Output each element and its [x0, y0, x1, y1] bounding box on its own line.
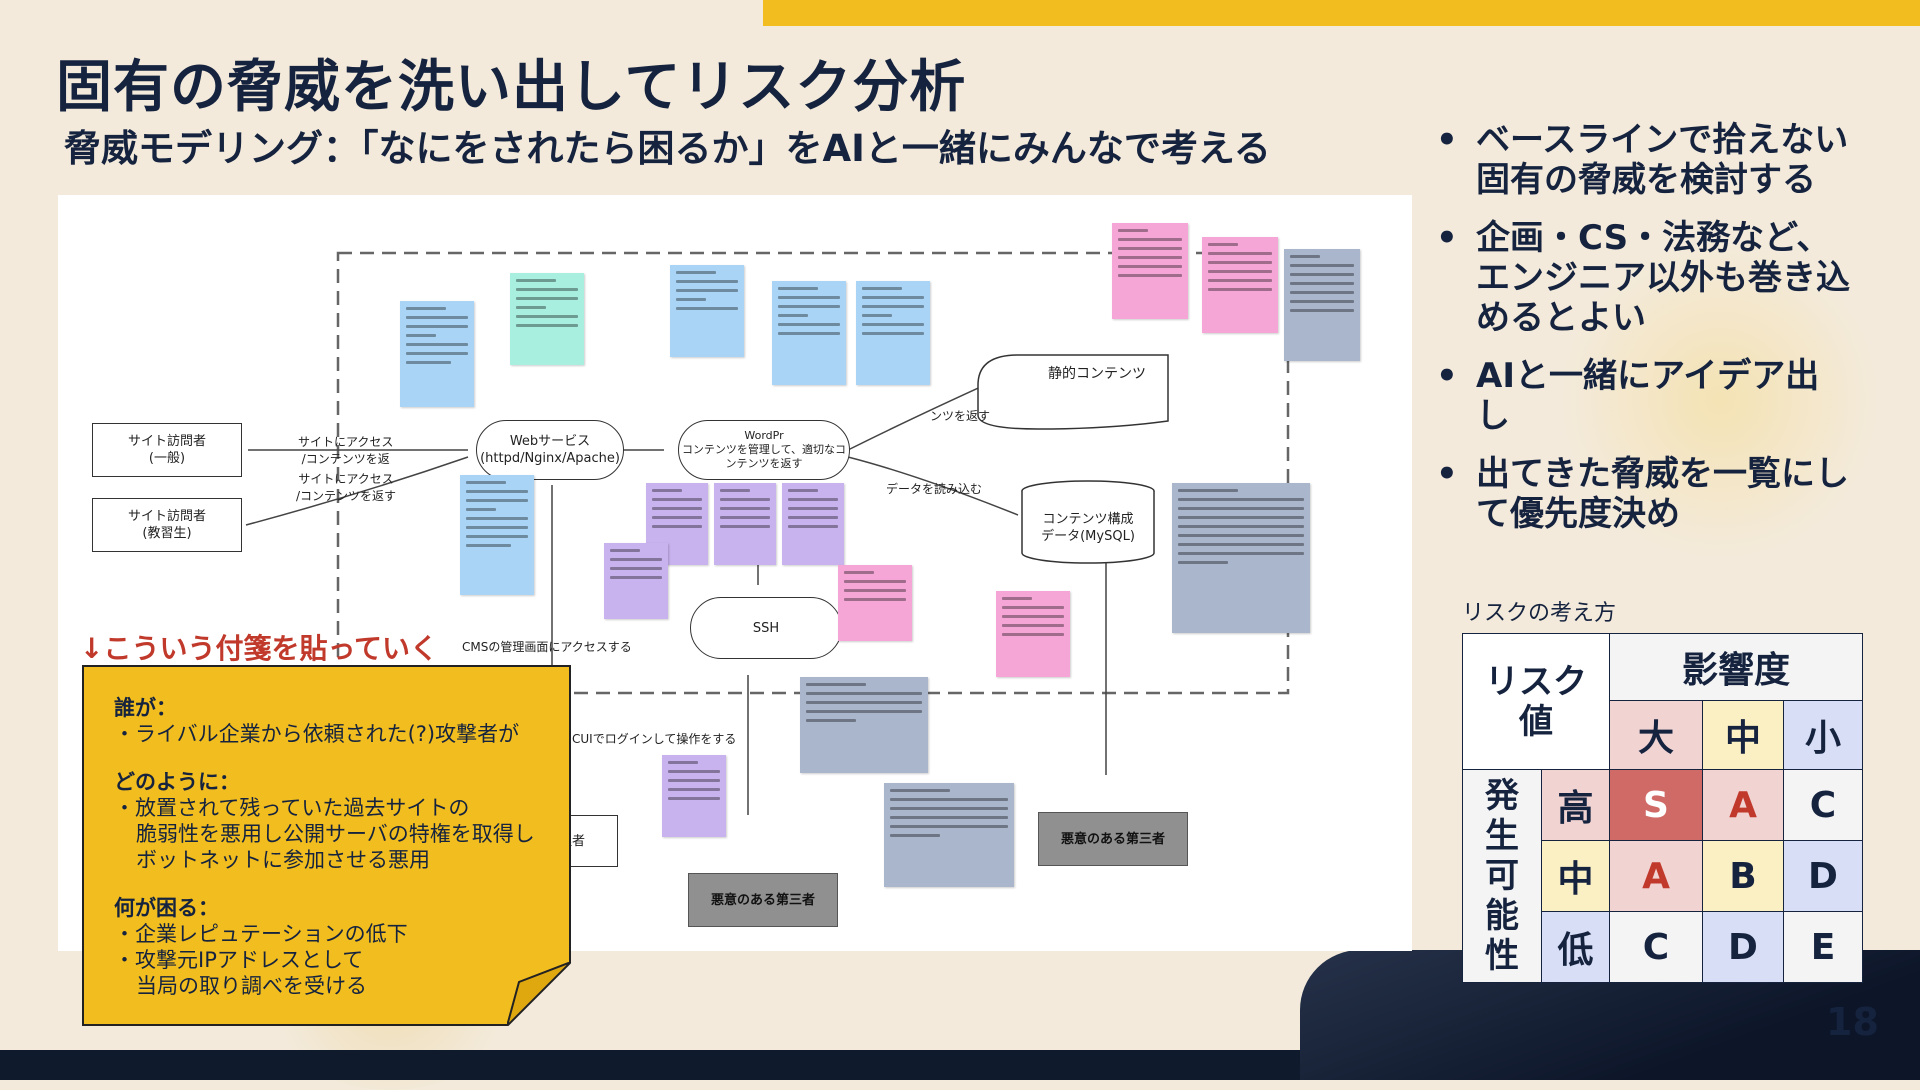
visitor-general-node: サイト訪問者 (一般) [92, 423, 242, 477]
threat-sticky-note [996, 591, 1070, 677]
threat-sticky-note [460, 475, 534, 595]
note-trouble-heading: 何が困る： [114, 896, 219, 920]
threat-sticky-note [1284, 249, 1360, 361]
impact-header: 影響度 [1609, 633, 1863, 701]
trust-boundary [336, 251, 1290, 695]
connector [847, 456, 1019, 516]
note-who-heading: 誰が： [114, 696, 177, 720]
likelihood-level-medium: 中 [1541, 840, 1610, 912]
page-title: 固有の脅威を洗い出してリスク分析 [56, 55, 967, 120]
static-content-label: 静的コンテンツ [1048, 366, 1146, 382]
note-how-text: 脆弱性を悪用し公開サーバの特権を取得し [136, 822, 535, 846]
risk-matrix-caption: リスクの考え方 [1462, 601, 1617, 626]
risk-cell: A [1609, 840, 1703, 912]
bullet-marker: • [1436, 356, 1458, 396]
page-number: 18 [1826, 1000, 1879, 1044]
top-accent-bar [763, 0, 1920, 26]
threat-sticky-note [838, 565, 912, 641]
background-flower-decoration [1560, 240, 1880, 560]
threat-sticky-note [1112, 223, 1188, 319]
risk-cell: B [1702, 840, 1784, 912]
edge-label-cui-login: CUIでログインして操作をする [572, 732, 737, 746]
bottom-decoration-bar [0, 950, 1920, 1080]
likelihood-level-low: 低 [1541, 911, 1610, 983]
visitor-trainee-node: サイト訪問者 (教習生) [92, 498, 242, 552]
bullet-text: AIと一緒にアイデア出し [1476, 356, 1820, 436]
slide-subtitle: 脅威モデリング：「なにをされたら困るか」をAIと一緒にみんなで考える [64, 127, 1271, 170]
threat-sticky-note [1172, 483, 1310, 633]
impact-level-small: 小 [1783, 700, 1863, 770]
threat-sticky-note [662, 755, 726, 837]
risk-cell: D [1702, 911, 1784, 983]
note-trouble-text: 当局の取り調べを受ける [136, 974, 367, 998]
threat-sticky-note [884, 783, 1014, 887]
threat-sticky-note [670, 265, 744, 357]
bullet-item: • 企画・CS・法務など、エンジニア以外も巻き込めるとよい [1430, 218, 1850, 338]
risk-matrix: リスク 値 影響度 大 中 小 発生可能性 高 S A C 中 A B D 低 … [1462, 633, 1863, 983]
likelihood-header: 発生可能性 [1462, 769, 1542, 983]
bullet-text: 企画・CS・法務など、エンジニア以外も巻き込めるとよい [1476, 218, 1850, 338]
content-db-label: コンテンツ構成 データ(MySQL) [1041, 512, 1135, 544]
note-how-text: ・放置されて残っていた過去サイトの [114, 796, 470, 820]
risk-value-header: リスク 値 [1462, 633, 1610, 770]
wordpress-node: WordPr コンテンツを管理して、適切なコ ンテンツを返す [678, 420, 850, 480]
likelihood-label: 発生可能性 [1485, 776, 1519, 976]
risk-cell: E [1783, 911, 1863, 983]
edge-label-read-data: データを読み込む [886, 482, 983, 496]
note-trouble-text: ・企業レピュテーションの低下 [114, 922, 408, 946]
threat-sticky-note [772, 281, 846, 385]
bullet-item: • ベースラインで拾えない固有の脅威を検討する [1430, 120, 1850, 200]
web-service-node: Webサービス (httpd/Nginx/Apache) [476, 420, 624, 480]
attacker-node: 悪意のある第三者 [688, 873, 838, 927]
threat-sticky-note [604, 543, 668, 619]
connector [245, 456, 469, 526]
risk-cell: S [1609, 769, 1703, 841]
ssh-node: SSH [690, 597, 842, 659]
impact-level-large: 大 [1609, 700, 1703, 770]
threat-sticky-note [800, 677, 928, 773]
database-body [1021, 491, 1155, 564]
note-folded-corner [507, 962, 571, 1026]
note-trouble-text: ・攻撃元IPアドレスとして [114, 948, 364, 972]
static-content-shape [977, 354, 1169, 430]
threat-sticky-note [400, 301, 474, 407]
risk-cell: A [1702, 769, 1784, 841]
risk-cell: C [1609, 911, 1703, 983]
bullet-text: 出てきた脅威を一覧にして優先度決め [1476, 454, 1849, 534]
example-sticky-note: 誰が： ・ライバル企業から依頼された(?)攻撃者が どのように： ・放置されて残… [82, 665, 571, 1026]
threat-sticky-note [856, 281, 930, 385]
risk-cell: C [1783, 769, 1863, 841]
edge-label-access: サイトにアクセス /コンテンツを返 [298, 435, 394, 466]
risk-cell: D [1783, 840, 1863, 912]
sticky-callout-label: ↓こういう付箋を貼っていく [80, 632, 439, 665]
likelihood-level-high: 高 [1541, 769, 1610, 841]
edge-label-access: サイトにアクセス /コンテンツを返す [296, 472, 397, 503]
diagram-connectors [245, 251, 1290, 815]
edge-label-cms-access: CMSの管理画面にアクセスする [462, 640, 632, 654]
bullet-item: • AIと一緒にアイデア出し [1430, 356, 1850, 436]
threat-sticky-note [782, 483, 844, 565]
attacker-node: 悪意のある第三者 [1038, 812, 1188, 866]
bullet-item: • 出てきた脅威を一覧にして優先度決め [1430, 454, 1850, 534]
note-content: 誰が： ・ライバル企業から依頼された(?)攻撃者が どのように： ・放置されて残… [114, 695, 535, 999]
threat-sticky-note [714, 483, 776, 565]
bullet-list: • ベースラインで拾えない固有の脅威を検討する • 企画・CS・法務など、エンジニア… [1430, 120, 1850, 552]
note-who-text: ・ライバル企業から依頼された(?)攻撃者が [114, 722, 520, 746]
bullet-text: ベースラインで拾えない固有の脅威を検討する [1476, 120, 1849, 200]
threat-sticky-note [1202, 237, 1278, 333]
note-how-heading: どのように： [114, 770, 240, 794]
bullet-marker: • [1436, 218, 1458, 258]
threat-sticky-note [510, 273, 584, 365]
bullet-marker: • [1436, 120, 1458, 160]
edge-label-return: ンツを返す [930, 409, 991, 423]
impact-level-medium: 中 [1702, 700, 1784, 770]
note-how-text: ボットネットに参加させる悪用 [136, 848, 430, 872]
bullet-marker: • [1436, 454, 1458, 494]
